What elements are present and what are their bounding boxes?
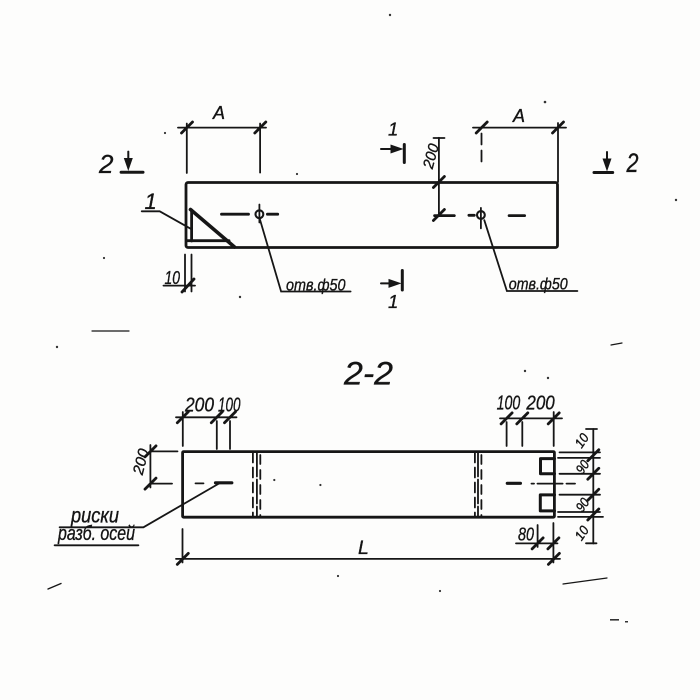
svg-text:1: 1 xyxy=(145,189,157,214)
svg-text:А: А xyxy=(512,106,525,126)
svg-text:риски: риски xyxy=(70,505,119,528)
svg-text:100: 100 xyxy=(218,395,241,417)
svg-text:1: 1 xyxy=(388,291,398,312)
svg-text:100: 100 xyxy=(497,393,521,415)
svg-text:80: 80 xyxy=(518,525,534,545)
svg-text:А: А xyxy=(212,103,225,123)
svg-text:2: 2 xyxy=(98,149,114,179)
svg-text:200: 200 xyxy=(130,446,153,477)
svg-text:отв.ф50: отв.ф50 xyxy=(509,275,568,294)
svg-text:2: 2 xyxy=(626,148,639,178)
svg-text:2-2: 2-2 xyxy=(343,356,393,392)
svg-text:отв.ф50: отв.ф50 xyxy=(286,276,346,295)
svg-text:10: 10 xyxy=(165,268,181,288)
svg-text:200: 200 xyxy=(184,395,214,417)
svg-text:200: 200 xyxy=(526,393,555,415)
svg-text:200: 200 xyxy=(420,141,443,171)
svg-text:1: 1 xyxy=(388,119,398,140)
svg-text:L: L xyxy=(358,537,369,559)
svg-text:разб. осей: разб. осей xyxy=(57,523,135,545)
